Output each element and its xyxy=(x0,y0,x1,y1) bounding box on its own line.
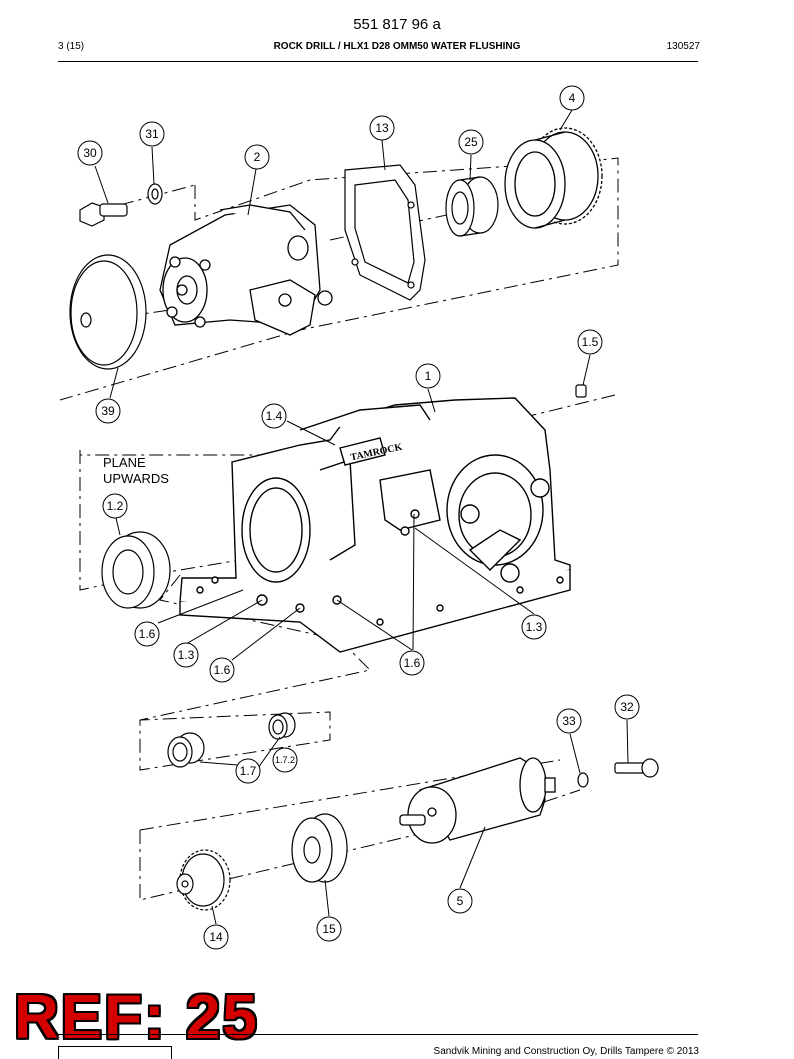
callout-33: 33 xyxy=(556,708,582,734)
header-rule xyxy=(58,61,698,62)
part-32-screw xyxy=(614,758,659,778)
svg-text:1.6: 1.6 xyxy=(139,627,156,641)
svg-text:1: 1 xyxy=(425,369,432,383)
part-30-bolt xyxy=(79,202,128,227)
callout-25: 25 xyxy=(458,129,484,155)
document-title: ROCK DRILL / HLX1 D28 OMM50 WATER FLUSHI… xyxy=(273,41,521,52)
svg-text:1.6: 1.6 xyxy=(214,663,231,677)
callout-1-6-center: 1.6 xyxy=(399,650,425,676)
part-25-bearing xyxy=(445,176,499,237)
callout-1-4: 1.4 xyxy=(261,403,287,429)
document-number: 551 817 96 a xyxy=(353,16,441,33)
svg-text:1.3: 1.3 xyxy=(526,620,543,634)
part-39-cover xyxy=(69,254,147,370)
svg-text:30: 30 xyxy=(83,146,97,160)
part-14-gear xyxy=(176,849,231,911)
leader-lines xyxy=(94,109,629,925)
svg-text:2: 2 xyxy=(254,150,261,164)
callout-1-7: 1.7 xyxy=(235,758,261,784)
part-33-washer xyxy=(577,772,589,788)
svg-text:33: 33 xyxy=(562,714,576,728)
page-indicator: 3 (15) xyxy=(58,41,85,52)
callout-31: 31 xyxy=(139,121,165,147)
part-13-gasket xyxy=(344,164,426,301)
svg-text:13: 13 xyxy=(375,121,389,135)
svg-text:31: 31 xyxy=(145,127,159,141)
callout-15: 15 xyxy=(316,916,342,942)
svg-text:1.3: 1.3 xyxy=(178,648,195,662)
note-plane: PLANE xyxy=(103,455,146,470)
svg-text:1.7: 1.7 xyxy=(240,764,257,778)
date-code: 130527 xyxy=(666,41,700,52)
callout-1: 1 xyxy=(415,363,441,389)
callout-1-6-lower: 1.6 xyxy=(209,657,235,683)
part-15-spacer xyxy=(291,813,348,883)
ref-label: REF: 25 xyxy=(14,983,259,1052)
callout-2: 2 xyxy=(244,144,270,170)
callout-1-2: 1.2 xyxy=(102,493,128,519)
part-2-housing xyxy=(159,204,333,336)
svg-text:4: 4 xyxy=(569,91,576,105)
svg-text:5: 5 xyxy=(457,894,464,908)
svg-text:1.7.2: 1.7.2 xyxy=(275,755,295,765)
callout-4: 4 xyxy=(559,85,585,111)
svg-text:1.5: 1.5 xyxy=(582,335,599,349)
svg-text:14: 14 xyxy=(209,930,223,944)
svg-text:25: 25 xyxy=(464,135,478,149)
footer-rule xyxy=(58,1034,698,1035)
part-1-5-pin xyxy=(575,384,587,398)
svg-text:39: 39 xyxy=(101,404,115,418)
svg-text:1.4: 1.4 xyxy=(266,409,283,423)
svg-text:32: 32 xyxy=(620,700,634,714)
callout-13: 13 xyxy=(369,115,395,141)
svg-text:1.2: 1.2 xyxy=(107,499,124,513)
callout-39: 39 xyxy=(95,398,121,424)
callout-1-7-2: 1.7.2 xyxy=(272,747,298,773)
svg-text:15: 15 xyxy=(322,922,336,936)
part-31-washer xyxy=(147,183,163,205)
callout-1-6-left: 1.6 xyxy=(134,621,160,647)
svg-text:1.6: 1.6 xyxy=(404,656,421,670)
callout-30: 30 xyxy=(77,140,103,166)
callout-14: 14 xyxy=(203,924,229,950)
part-1-main-housing xyxy=(179,397,571,653)
callout-1-5: 1.5 xyxy=(577,329,603,355)
note-upwards: UPWARDS xyxy=(103,471,169,486)
part-1-2-seal xyxy=(101,531,171,609)
callout-5: 5 xyxy=(447,888,473,914)
callout-32: 32 xyxy=(614,694,640,720)
footer-copyright: Sandvik Mining and Construction Oy, Dril… xyxy=(433,1046,699,1057)
part-1-7-2-ring xyxy=(268,712,296,740)
part-4-gear-ring xyxy=(504,127,603,229)
callout-1-3-right: 1.3 xyxy=(521,614,547,640)
callout-1-3-left: 1.3 xyxy=(173,642,199,668)
part-1-7-bushing xyxy=(167,732,205,768)
part-5-motor xyxy=(399,757,556,844)
